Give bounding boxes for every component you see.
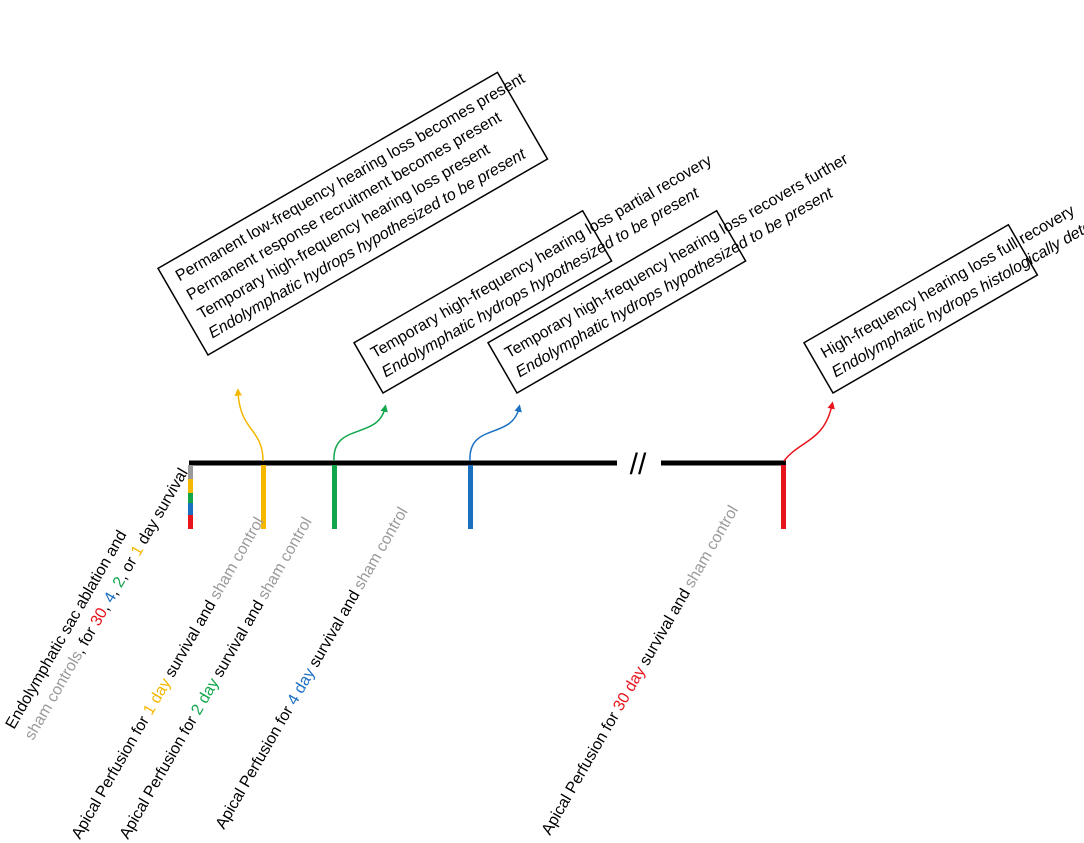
outcome-box-1-day-frame [156, 71, 549, 357]
outcome-box-2-day-frame [352, 209, 613, 395]
start-marker-gray [188, 465, 193, 479]
arrow-1-day [234, 388, 264, 462]
start-marker-blue [188, 503, 193, 515]
start-marker-green [188, 493, 193, 503]
perfusion-30-prefix: Apical Perfusion for [539, 705, 625, 838]
outcome-box-30-day: High-frequency hearing loss full recover… [802, 196, 1084, 395]
surgery-label-line-2: sham controls, for 30, 4, 2, or 1 day su… [22, 466, 192, 743]
tick-4-day [468, 465, 473, 529]
start-marker-red [188, 515, 193, 529]
tick-2-day [332, 465, 337, 529]
perfusion-label-30-day: Apical Perfusion for 30 day survival and… [539, 503, 742, 838]
outcome-box-30-day-frame [802, 223, 1039, 395]
perfusion-30-mid: survival and [634, 582, 696, 672]
start-marker-yellow [188, 479, 193, 493]
perfusion-4-sham: sham control [351, 505, 412, 593]
surgery-label-30: 30 [88, 605, 112, 629]
arrow-2-day [333, 404, 388, 462]
arrow-4-day [469, 404, 522, 462]
perfusion-30-day: 30 day [610, 664, 649, 714]
outcome-box-4-day-frame [486, 209, 747, 395]
perfusion-label-2-day: Apical Perfusion for 2 day survival and … [117, 515, 316, 842]
perfusion-4-mid: survival and [304, 584, 366, 674]
start-marker [188, 465, 193, 529]
surgery-label-line-1: Endolymphatic sac ablation and [3, 528, 131, 732]
outcome-box-30-day-line-1: High-frequency hearing loss full recover… [818, 202, 1078, 362]
timeline-break-symbol: // [630, 448, 647, 481]
perfusion-4-prefix: Apical Perfusion for [213, 699, 299, 832]
perfusion-30-sham: sham control [681, 503, 742, 591]
surgery-label-tail: day survival [133, 466, 192, 552]
arrow-30-day [783, 401, 835, 462]
tick-30-day [781, 465, 786, 529]
tick-1-day [261, 465, 266, 529]
